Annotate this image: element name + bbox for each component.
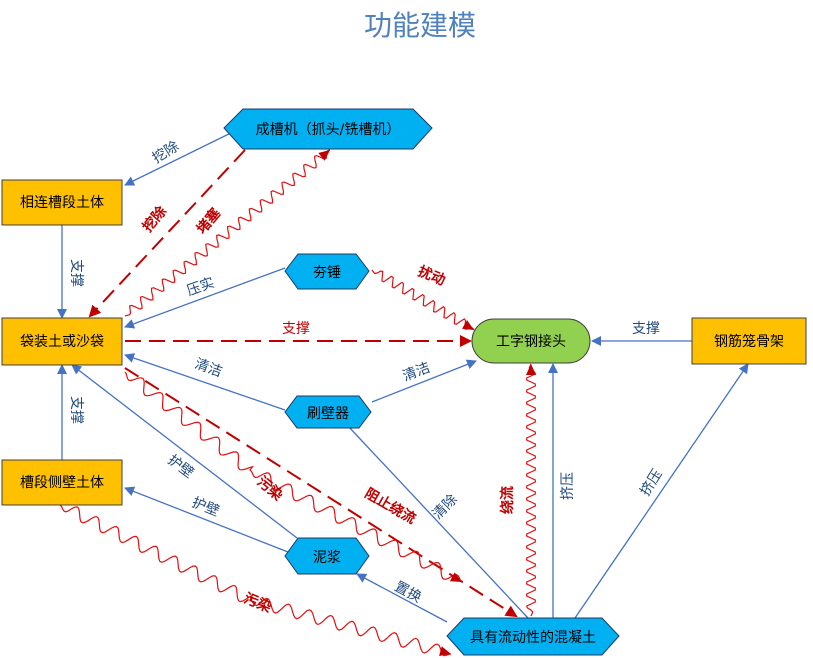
node-i-beam-joint: 工字钢接头 (471, 318, 591, 364)
edge-block-wave-arrowhead (318, 150, 330, 161)
node-rebar-cage-label: 钢筋笼骨架 (714, 333, 784, 350)
edge-squeeze-cage (574, 363, 749, 619)
label-excavate-adjacent: 挖除 (150, 138, 182, 166)
label-clean-joint: 清洁 (401, 360, 433, 385)
label-block: 堵塞 (193, 204, 225, 237)
node-i-beam-joint-label: 工字钢接头 (496, 333, 566, 350)
node-wall-brush-label: 刷壁器 (307, 406, 349, 422)
edge-compact (124, 267, 286, 329)
label-protect-wall-side: 护壁 (190, 495, 222, 520)
node-sandbags-label: 袋装土或沙袋 (20, 334, 104, 350)
label-support-side: 支撑 (68, 396, 84, 424)
label-bypass: 绕流 (499, 486, 516, 514)
edge-block-wave (124, 149, 331, 317)
node-groove-machine-label: 成槽机（抓头/铣槽机） (256, 122, 401, 138)
node-adjacent-soil-label: 相连槽段土体 (20, 195, 104, 211)
label-disturb: 扰动 (416, 263, 448, 289)
label-clean-sandbags: 清洁 (192, 356, 224, 381)
label-support-adjacent: 支撑 (68, 259, 84, 287)
node-sandbags: 袋装土或沙袋 (1, 317, 123, 366)
edge-bypass-wave (525, 363, 537, 617)
node-fluid-concrete-label: 具有流动性的混凝土 (470, 630, 596, 646)
node-rammer-label: 夯锤 (313, 265, 341, 281)
node-slurry-label: 泥浆 (313, 550, 341, 566)
edge-bypass-wave-arrowhead (526, 364, 536, 375)
edge-disturb-wave (371, 269, 475, 331)
node-groove-machine: 成槽机（抓头/铣槽机） (223, 108, 433, 150)
node-wall-brush: 刷壁器 (284, 395, 372, 429)
edge-pollute-sandbags-wave-arrowhead (449, 572, 462, 582)
edge-clean-joint (371, 359, 477, 403)
node-adjacent-soil: 相连槽段土体 (1, 179, 123, 226)
label-pollute-side: 污染 (242, 590, 275, 617)
edge-pollute-side-wave (59, 504, 452, 657)
node-side-wall-soil-label: 槽段侧壁土体 (20, 475, 104, 491)
node-fluid-concrete: 具有流动性的混凝土 (446, 617, 620, 656)
node-rebar-cage: 钢筋笼骨架 (691, 317, 807, 365)
edge-disturb-wave-arrowhead (462, 320, 474, 330)
edge-protect-wall-sandbags (71, 364, 298, 539)
edge-clean-sandbags (124, 353, 286, 411)
label-support-sandbags: 支撑 (282, 321, 310, 337)
node-side-wall-soil: 槽段侧壁土体 (1, 459, 123, 506)
edge-pollute-sandbags-wave (124, 371, 463, 583)
edge-protect-wall-side (124, 486, 289, 553)
edge-pollute-side-wave-arrowhead (439, 646, 451, 656)
edge-displace (356, 573, 448, 623)
edge-excavate-sandbags (88, 149, 246, 318)
label-compact: 压实 (185, 275, 217, 300)
page-title: 功能建模 (364, 9, 476, 42)
node-rammer: 夯锤 (284, 253, 370, 290)
label-squeeze-cage: 挤压 (637, 467, 665, 499)
edge-excavate-adjacent (124, 126, 244, 186)
label-excavate-sandbags: 挖除 (139, 202, 171, 235)
node-slurry: 泥浆 (284, 537, 370, 575)
edge-clear (347, 425, 529, 619)
label-stop-bypass: 阻止绕流 (362, 485, 419, 528)
label-squeeze-joint: 挤压 (560, 472, 576, 500)
label-support-cage: 支撑 (632, 321, 660, 337)
edge-stop-bypass (124, 367, 518, 618)
